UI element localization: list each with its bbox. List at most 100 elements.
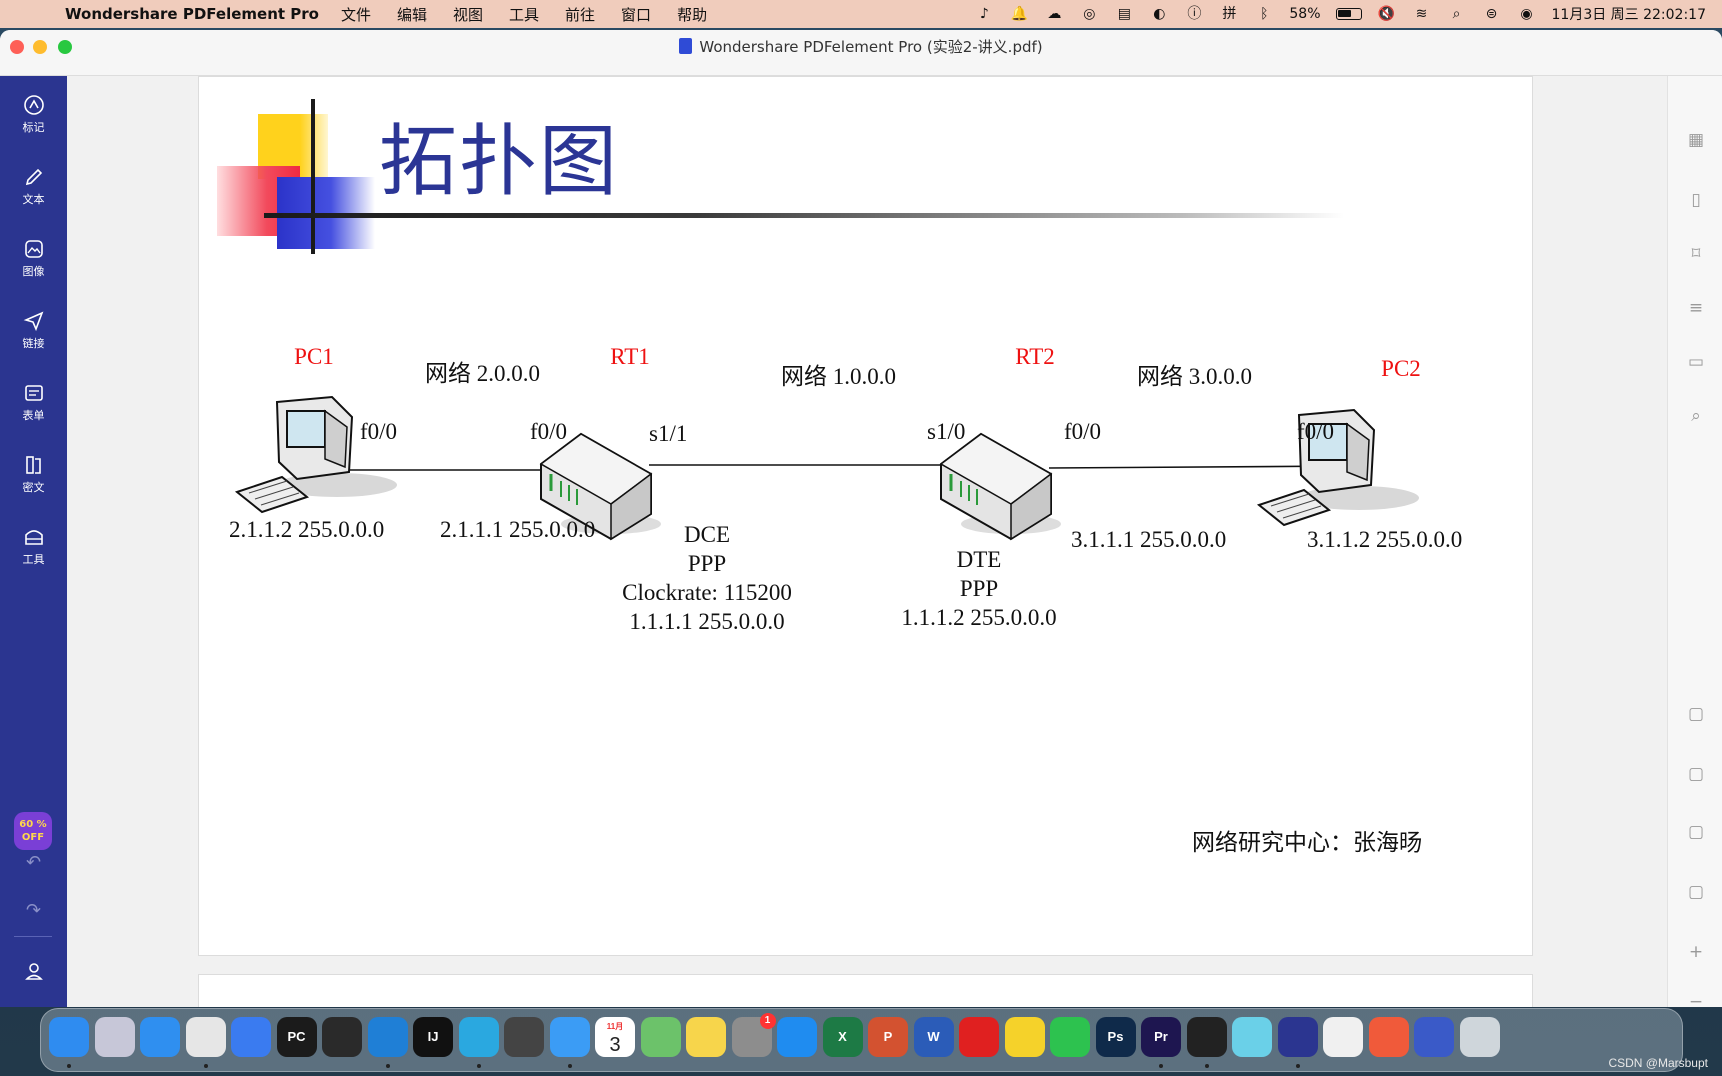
dock-app-vs-code[interactable] — [367, 1017, 408, 1057]
pdf-document-icon — [679, 38, 693, 54]
control-center-icon[interactable]: ⊜ — [1485, 6, 1498, 22]
dock-app-notes[interactable] — [686, 1017, 726, 1057]
actual-size-icon[interactable]: ▢ — [1687, 704, 1705, 724]
accessibility-icon[interactable]: ⓘ — [1187, 6, 1202, 22]
tool-link[interactable]: 链接 — [0, 310, 67, 351]
dock-app-mail[interactable] — [549, 1017, 590, 1057]
account-button[interactable] — [0, 960, 67, 982]
menu-view[interactable]: 视图 — [453, 5, 484, 24]
pencil-icon — [23, 166, 45, 188]
tool-redact-label: 密文 — [22, 481, 45, 494]
menubar-clock[interactable]: 11月3日 周三 22:02:17 — [1551, 7, 1707, 23]
tool-markup[interactable]: 标记 — [0, 94, 67, 135]
dock-app-trash[interactable] — [1459, 1017, 1500, 1057]
page-icon[interactable]: ▯ — [1691, 190, 1701, 210]
tool-tools[interactable]: 工具 — [0, 526, 67, 567]
right-toolbar: ▦ ▯ ⌑ ≡ ▭ ⌕ ▢ ▢ ▢ ▢ + − — [1667, 76, 1722, 1007]
dock-app-photoshop[interactable]: Ps — [1095, 1017, 1136, 1057]
label-network-middle: 网络 1.0.0.0 — [781, 364, 896, 389]
siri-icon[interactable]: ◉ — [1520, 6, 1533, 22]
maximize-button[interactable] — [58, 40, 72, 54]
menu-help[interactable]: 帮助 — [677, 5, 708, 24]
input-method-icon[interactable]: 拼 — [1222, 6, 1237, 22]
layers-icon[interactable]: ▭ — [1687, 352, 1705, 372]
zoom-in-icon[interactable]: + — [1688, 942, 1704, 962]
dock-app-terminal-ring[interactable] — [322, 1017, 362, 1057]
dock-app-pycharm[interactable]: PC — [276, 1017, 317, 1057]
label-rt2-ppp: PPP — [959, 576, 999, 601]
dock-app-xcode[interactable] — [231, 1017, 271, 1057]
dock-app-wechat[interactable] — [1050, 1017, 1090, 1057]
notification-icon[interactable]: ♪ — [979, 6, 989, 22]
promo-badge[interactable]: 60 % OFF — [14, 812, 52, 850]
dock-app-siri[interactable] — [504, 1017, 544, 1057]
document-area[interactable]: 拓扑图 — [67, 76, 1667, 1007]
undo-button[interactable]: ↶ — [0, 852, 67, 874]
dock-app-excel[interactable]: X — [822, 1017, 863, 1057]
calendar-day: 3 — [609, 1034, 621, 1056]
pc2-computer-icon — [1256, 408, 1419, 527]
redo-button[interactable]: ↷ — [0, 900, 67, 922]
dock-app-infuse[interactable] — [1232, 1017, 1272, 1057]
bluetooth-icon[interactable]: ᛒ — [1260, 6, 1269, 22]
label-addr-pc2: 3.1.1.2 255.0.0.0 — [1307, 527, 1463, 552]
tool-image[interactable]: 图像 — [0, 238, 67, 279]
thumbnails-icon[interactable]: ▦ — [1687, 130, 1705, 150]
menu-window[interactable]: 窗口 — [621, 5, 652, 24]
bell-icon[interactable]: 🔔 — [1010, 6, 1029, 22]
dock-app-word[interactable]: W — [913, 1017, 954, 1057]
wifi-icon[interactable]: ≋ — [1415, 6, 1428, 22]
dock-app-qq[interactable] — [1323, 1017, 1363, 1057]
close-button[interactable] — [10, 40, 24, 54]
menu-go[interactable]: 前往 — [565, 5, 596, 24]
menu-app-name[interactable]: Wondershare PDFelement Pro — [65, 5, 319, 23]
coffee-icon[interactable]: ◐ — [1153, 6, 1166, 22]
dock-app-maps[interactable] — [640, 1017, 681, 1057]
fit-page-icon[interactable]: ▢ — [1687, 822, 1705, 842]
pc1-computer-icon — [234, 395, 397, 514]
redo-icon: ↷ — [25, 900, 42, 921]
tool-text[interactable]: 文本 — [0, 166, 67, 207]
dock-app-system-preferences[interactable]: 1 — [731, 1013, 776, 1057]
dock-app-qq-music[interactable] — [1004, 1017, 1045, 1057]
search-icon[interactable]: ⌕ — [1691, 406, 1701, 426]
dock-app-pdfelement[interactable] — [1277, 1017, 1318, 1057]
dock-app-launchpad[interactable] — [94, 1017, 135, 1057]
dock-running-indicator — [476, 1064, 481, 1068]
dock-running-indicator — [385, 1064, 390, 1068]
search-icon[interactable]: ⌕ — [1452, 6, 1461, 22]
menu-edit[interactable]: 编辑 — [396, 5, 427, 24]
window-title-wrap: Wondershare PDFelement Pro (实验2-讲义.pdf) — [0, 36, 1722, 57]
calendar-month: 11月 — [606, 1022, 624, 1031]
zoom-out-icon[interactable]: − — [1688, 992, 1704, 1007]
fit-width-icon[interactable]: ▢ — [1687, 764, 1705, 784]
dock-app-intellij[interactable]: IJ — [413, 1017, 453, 1057]
dock-app-premiere[interactable]: Pr — [1141, 1017, 1181, 1057]
status-app-icon[interactable]: ◎ — [1083, 6, 1096, 22]
cloud-icon[interactable]: ☁ — [1047, 6, 1062, 22]
dock-running-indicator — [567, 1064, 572, 1068]
dock-app-powerpoint[interactable]: P — [868, 1017, 908, 1057]
dock-app-app-store[interactable] — [777, 1017, 817, 1057]
dock-app-pen[interactable] — [1186, 1017, 1227, 1057]
battery-icon[interactable] — [1335, 8, 1362, 20]
bookmark-icon[interactable]: ⌑ — [1691, 244, 1701, 264]
dock-app-screen-record[interactable] — [1368, 1017, 1409, 1057]
tool-form[interactable]: 表单 — [0, 382, 67, 423]
keyboard-icon[interactable]: ▤ — [1117, 6, 1131, 22]
tool-redact[interactable]: 密文 — [0, 454, 67, 495]
outline-icon[interactable]: ≡ — [1688, 298, 1704, 318]
menu-file[interactable]: 文件 — [340, 5, 371, 24]
dock-app-safari[interactable] — [140, 1017, 180, 1057]
dock-app-finder[interactable] — [49, 1017, 89, 1057]
rotate-icon[interactable]: ▢ — [1687, 882, 1705, 902]
dock-app-screens[interactable] — [1414, 1017, 1454, 1057]
dock-app-netease-music[interactable] — [959, 1017, 999, 1057]
minimize-button[interactable] — [33, 40, 47, 54]
menu-tools[interactable]: 工具 — [509, 5, 540, 24]
dock-app-app[interactable] — [458, 1017, 499, 1057]
window-title: Wondershare PDFelement Pro (实验2-讲义.pdf) — [699, 38, 1043, 56]
dock-app-chrome[interactable] — [185, 1017, 226, 1057]
mute-icon[interactable]: 🔇 — [1377, 6, 1396, 22]
